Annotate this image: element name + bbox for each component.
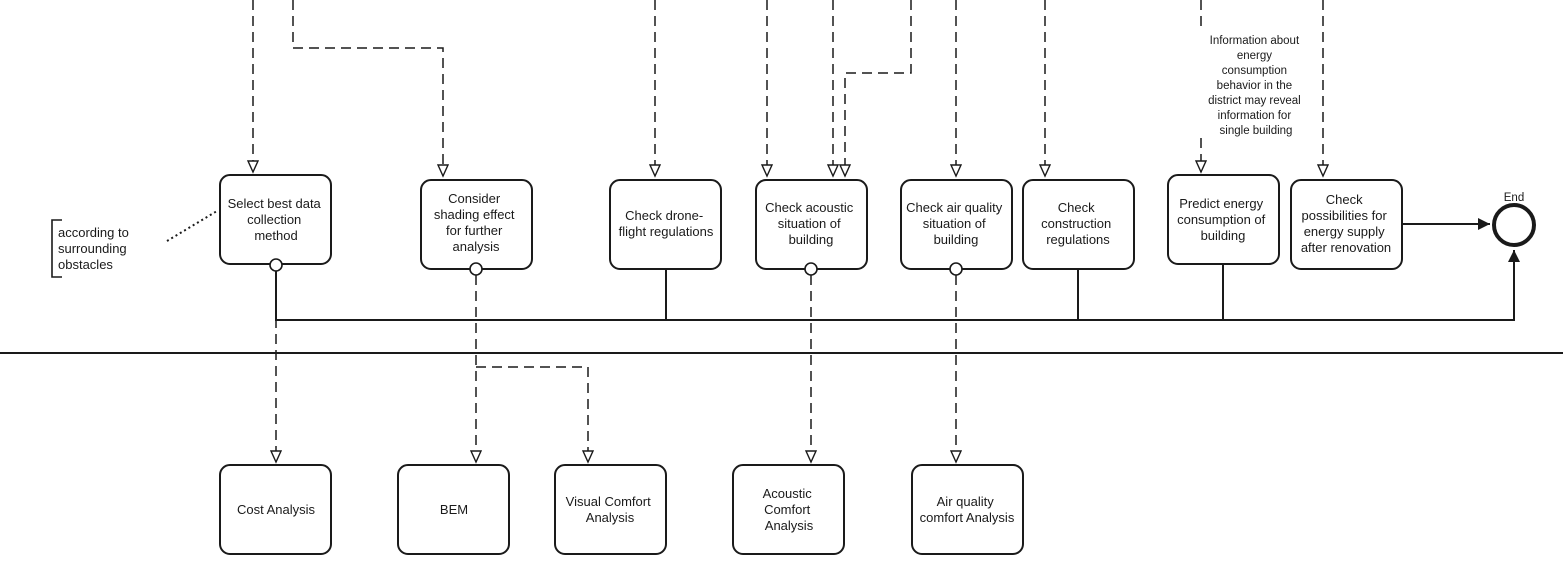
task-check-acoustic-situation[interactable]: Check acoustic situation of building bbox=[755, 179, 868, 270]
annotation-line: behavior in the bbox=[1217, 80, 1292, 92]
task-line: building bbox=[934, 232, 979, 247]
task-line: energy supply bbox=[1304, 224, 1385, 239]
task-select-data-collection[interactable]: Select best data collection method bbox=[219, 174, 332, 265]
task-line: Check bbox=[1326, 192, 1363, 207]
boundary-event bbox=[949, 262, 963, 276]
annotation-line: single building bbox=[1220, 125, 1293, 137]
svg-text:BEM: BEM bbox=[440, 502, 468, 517]
task-line: Check drone- bbox=[625, 208, 703, 223]
boundary-event bbox=[804, 262, 818, 276]
svg-text:Consider shading effect: Consider shading effect for further anal… bbox=[434, 191, 518, 254]
task-line: for further bbox=[446, 223, 503, 238]
task-line: situation of bbox=[778, 216, 841, 231]
svg-text:Check air quality situat: Check air quality situation of building bbox=[906, 200, 1006, 247]
task-line: regulations bbox=[1046, 232, 1110, 247]
analysis-air-quality-comfort[interactable]: Air quality comfort Analysis bbox=[911, 464, 1024, 555]
annotation-line: obstacles bbox=[58, 257, 113, 272]
task-line: construction bbox=[1041, 216, 1111, 231]
annotation-line: Information about bbox=[1210, 35, 1300, 47]
annotation-line: surrounding bbox=[58, 241, 127, 256]
analysis-line: Cost Analysis bbox=[237, 502, 316, 517]
task-line: after renovation bbox=[1301, 240, 1391, 255]
annotation-line: information for bbox=[1218, 110, 1292, 122]
analysis-line: Air quality bbox=[937, 494, 995, 509]
analysis-associations bbox=[276, 270, 956, 462]
task-line: shading effect bbox=[434, 207, 515, 222]
analysis-line: Analysis bbox=[765, 518, 814, 533]
svg-text:Check possibilities for: Check possibilities for energy supply af… bbox=[1301, 192, 1391, 255]
task-check-drone-regulations[interactable]: Check drone- flight regulations bbox=[609, 179, 722, 270]
analysis-acoustic-comfort[interactable]: Acoustic Comfort Analysis bbox=[732, 464, 845, 555]
analysis-line: Acoustic bbox=[763, 486, 813, 501]
svg-text:Cost Analysis: Cost Analysis bbox=[237, 502, 316, 517]
analysis-line: Visual Comfort bbox=[566, 494, 651, 509]
boundary-event bbox=[269, 258, 283, 272]
task-line: method bbox=[254, 228, 297, 243]
annotation-line: consumption bbox=[1222, 65, 1287, 77]
svg-text:Acoustic Comfort A: Acoustic Comfort Analysis bbox=[763, 486, 816, 533]
end-event-label: End bbox=[1504, 192, 1524, 204]
svg-text:Check construction: Check construction regulations bbox=[1041, 200, 1115, 247]
task-check-energy-supply[interactable]: Check possibilities for energy supply af… bbox=[1290, 179, 1403, 270]
sequence-flows bbox=[275, 218, 1520, 321]
task-line: consumption of bbox=[1177, 212, 1266, 227]
boundary-events bbox=[269, 258, 963, 276]
svg-text:according to surrounding: according to surrounding obstacles bbox=[58, 225, 132, 272]
task-line: Check acoustic bbox=[765, 200, 854, 215]
boundary-event bbox=[469, 262, 483, 276]
task-line: Check bbox=[1058, 200, 1095, 215]
task-line: possibilities for bbox=[1302, 208, 1388, 223]
task-line: Consider bbox=[448, 191, 501, 206]
annotation-line: energy bbox=[1237, 50, 1272, 62]
task-line: collection bbox=[247, 212, 301, 227]
analysis-line: Analysis bbox=[586, 510, 635, 525]
task-line: situation of bbox=[923, 216, 986, 231]
analysis-bem[interactable]: BEM bbox=[397, 464, 510, 555]
svg-text:Information about energy: Information about energy consumption beh… bbox=[1208, 35, 1304, 137]
task-consider-shading[interactable]: Consider shading effect for further anal… bbox=[420, 179, 533, 270]
annotation-line: according to bbox=[58, 225, 129, 240]
analysis-line: Comfort bbox=[764, 502, 811, 517]
analysis-line: BEM bbox=[440, 502, 468, 517]
analysis-line: comfort Analysis bbox=[920, 510, 1015, 525]
end-event[interactable]: End bbox=[1492, 192, 1536, 247]
task-predict-energy-consumption[interactable]: Predict energy consumption of building bbox=[1167, 174, 1280, 265]
svg-text:Check acoustic situation: Check acoustic situation of building bbox=[765, 200, 857, 247]
task-check-air-quality[interactable]: Check air quality situation of building bbox=[900, 179, 1013, 270]
svg-text:Select best data collect: Select best data collection method bbox=[228, 196, 325, 243]
task-check-construction-regulations[interactable]: Check construction regulations bbox=[1022, 179, 1135, 270]
task-line: Select best data bbox=[228, 196, 322, 211]
analysis-visual-comfort[interactable]: Visual Comfort Analysis bbox=[554, 464, 667, 555]
svg-text:Air quality comfort Anal: Air quality comfort Analysis bbox=[920, 494, 1015, 525]
svg-text:Check drone- flight regu: Check drone- flight regulations bbox=[619, 208, 714, 239]
task-line: Check air quality bbox=[906, 200, 1003, 215]
annotation-energy-info: Information about energy consumption beh… bbox=[1208, 35, 1304, 137]
svg-text:Predict energy consumpti: Predict energy consumption of building bbox=[1177, 196, 1269, 243]
task-line: building bbox=[789, 232, 834, 247]
annotation-line: district may reveal bbox=[1208, 95, 1301, 107]
svg-text:Visual Comfort Analysis: Visual Comfort Analysis bbox=[566, 494, 655, 525]
incoming-associations bbox=[253, 0, 1323, 176]
task-line: analysis bbox=[453, 239, 500, 254]
task-line: Predict energy bbox=[1179, 196, 1263, 211]
analysis-cost[interactable]: Cost Analysis bbox=[219, 464, 332, 555]
annotation-obstacles: according to surrounding obstacles bbox=[51, 210, 218, 278]
task-line: flight regulations bbox=[619, 224, 714, 239]
task-line: building bbox=[1201, 228, 1246, 243]
